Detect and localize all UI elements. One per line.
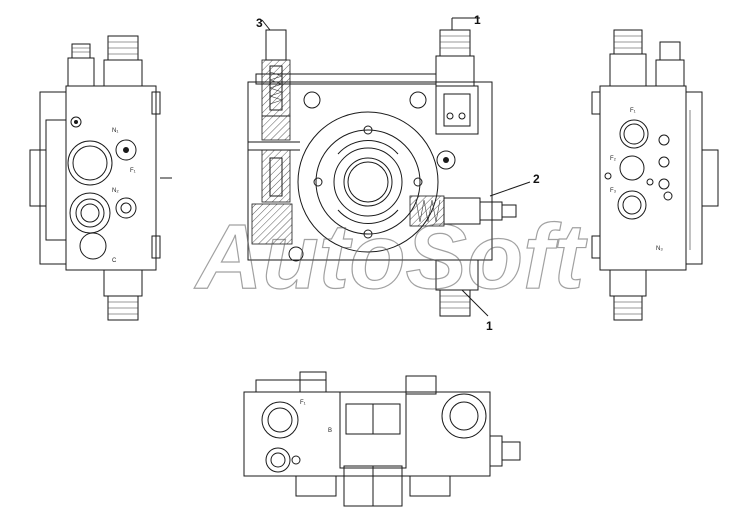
port-label-f1-right: F₁ — [630, 108, 636, 114]
port-label-f: F₁ — [130, 168, 136, 174]
port-label-f3-right: F₃ — [610, 188, 617, 194]
port-label-f2-right: F₂ — [610, 156, 617, 162]
port-label-n-right: N₃ — [656, 246, 663, 252]
watermark-text: AutoSoft — [194, 206, 588, 308]
callout-1-bottom: 1 — [486, 319, 493, 333]
right-side-view: F₁ F₂ F₃ N₃ — [591, 29, 719, 321]
port-label-b-bottom: B — [328, 428, 332, 434]
port-label-n1: N₁ — [112, 128, 118, 134]
left-side-view: N₁ F₁ N₂ C — [29, 35, 172, 321]
callout-1-top: 1 — [474, 13, 481, 27]
front-section-view: 1 1 2 3 — [247, 13, 540, 333]
port-label-f-bottom: F₁ — [300, 400, 306, 406]
port-label-n2: N₂ — [112, 188, 119, 194]
port-label-c: C — [112, 258, 117, 264]
bottom-view: F₁ B — [243, 371, 521, 507]
callout-2: 2 — [533, 172, 540, 186]
callout-3: 3 — [256, 16, 263, 30]
